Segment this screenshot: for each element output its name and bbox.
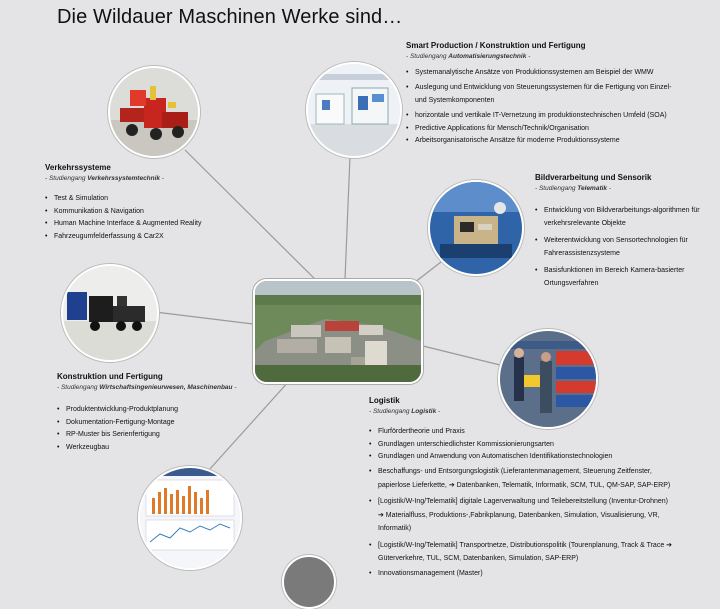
list-item: Entwicklung von Bildverarbeitungs-algori…: [535, 204, 705, 231]
section-heading: Smart Production / Konstruktion und Fert…: [406, 41, 586, 50]
smart-production-section: Smart Production / Konstruktion und Fert…: [406, 41, 706, 149]
list-item: Grundlagen und Anwendung von Automatisch…: [369, 452, 674, 462]
logistik-section: Logistik - Studiengang Logistik - Flurfö…: [369, 396, 674, 582]
list-item: Flurfördertheorie und Praxis: [369, 427, 674, 437]
bullet-list: Test & Simulation Kommunikation & Naviga…: [45, 194, 255, 243]
lab-production-photo: [306, 62, 402, 158]
list-item: Innovationsmanagement (Master): [369, 569, 674, 579]
section-heading: Bildverarbeitung und Sensorik: [535, 173, 652, 182]
logistics-workers-photo: [498, 329, 598, 429]
bullet-list: Entwicklung von Bildverarbeitungs-algori…: [535, 204, 705, 291]
list-item: Fahrzeugumfelderfassung & Car2X: [45, 232, 255, 242]
list-item: Beschaffungs- und Entsorgungslogistik (L…: [369, 465, 674, 492]
list-item: Kommunikation & Navigation: [45, 207, 255, 217]
bullet-list: Produktentwicklung-Produktplanung Dokume…: [57, 405, 257, 454]
section-subtitle: - Studiengang Automatisierungstechnik -: [406, 52, 531, 60]
sensor-electronics-photo: [428, 180, 524, 276]
bullet-list: Systemanalytische Ansätze von Produktion…: [406, 68, 706, 147]
list-item: Produktentwicklung-Produktplanung: [57, 405, 257, 415]
dashboard-screenshot-photo: [138, 466, 242, 570]
list-item: horizontale und vertikale IT-Vernetzung …: [406, 111, 706, 121]
section-subtitle: - Studiengang Logistik -: [369, 407, 441, 415]
bottom-partial-photo: [282, 555, 336, 609]
list-item: Arbeitsorganisatorische Ansätze für mode…: [406, 136, 706, 146]
list-item: Basisfunktionen im Bereich Kamera-basier…: [535, 264, 705, 291]
section-subtitle: - Studiengang Verkehrssystemtechnik -: [45, 174, 165, 182]
robot-model-photo: [108, 66, 200, 158]
list-item: Test & Simulation: [45, 194, 255, 204]
factory-aerial-photo: [253, 279, 423, 384]
list-item: Auslegung und Entwicklung von Steuerungs…: [406, 81, 683, 108]
vehicle-models-photo: [61, 264, 159, 362]
section-subtitle: - Studiengang Wirtschaftsingenieurwesen,…: [57, 383, 237, 391]
bildverarbeitung-section: Bildverarbeitung und Sensorik - Studieng…: [535, 173, 705, 294]
list-item: Human Machine Interface & Augmented Real…: [45, 219, 255, 229]
list-item: Dokumentation-Fertigung-Montage: [57, 418, 257, 428]
list-item: Grundlagen unterschiedlichster Kommissio…: [369, 440, 674, 450]
list-item: RP-Muster bis Serienfertigung: [57, 430, 257, 440]
konstruktion-section: Konstruktion und Fertigung - Studiengang…: [57, 372, 257, 456]
section-heading: Verkehrssysteme: [45, 163, 111, 172]
section-heading: Logistik: [369, 396, 400, 405]
section-subtitle: - Studiengang Telematik -: [535, 184, 612, 192]
list-item: Werkzeugbau: [57, 443, 257, 453]
page-title: Die Wildauer Maschinen Werke sind…: [57, 6, 403, 28]
verkehrssysteme-section: Verkehrssysteme - Studiengang Verkehrssy…: [45, 163, 255, 245]
list-item: Systemanalytische Ansätze von Produktion…: [406, 68, 706, 78]
list-item: [Logistik/W-Ing/Telematik] digitale Lage…: [369, 495, 674, 535]
list-item: [Logistik/W-Ing/Telematik] Transportnetz…: [369, 539, 674, 566]
list-item: Predictive Applications für Mensch/Techn…: [406, 124, 706, 134]
list-item: Weiterentwicklung von Sensortechnologien…: [535, 234, 705, 261]
section-heading: Konstruktion und Fertigung: [57, 372, 163, 381]
bullet-list: Flurfördertheorie und Praxis Grundlagen …: [369, 427, 674, 579]
